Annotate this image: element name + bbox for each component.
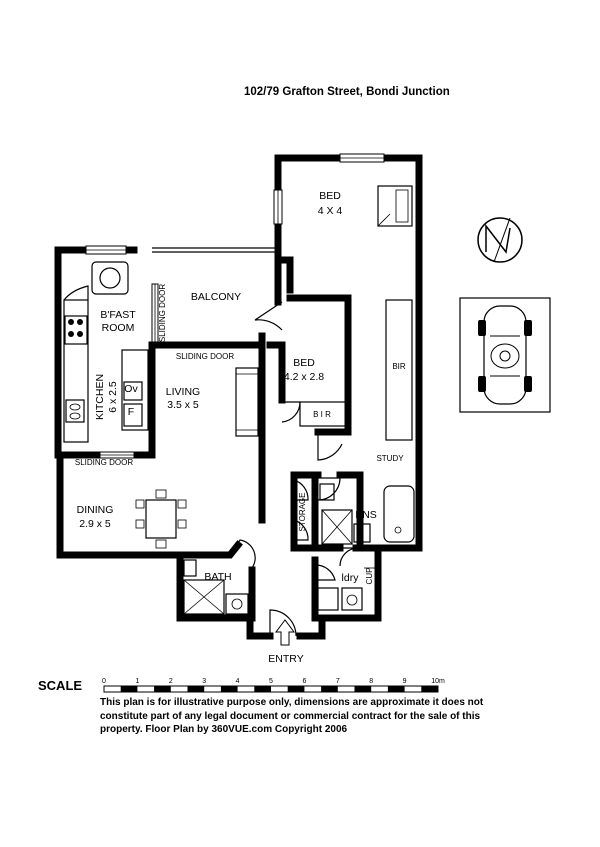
bfast-line1: B'FAST (100, 309, 136, 321)
study-label: STUDY (376, 454, 404, 463)
bed1-size: 4 X 4 (318, 205, 343, 217)
scale-tick-label: 10m (431, 678, 445, 685)
sliding-door-label-living: SLIDING DOOR (176, 352, 234, 361)
scale-bar-segment (120, 686, 138, 692)
bath-label: BATH (204, 571, 231, 583)
entry-arrow-icon (275, 619, 295, 646)
scale-tick-label: 4 (236, 678, 240, 685)
interior-walls (56, 246, 382, 622)
scale-bar-segment (154, 686, 171, 692)
scale-tick-label: 7 (336, 678, 340, 685)
scale-label: SCALE (38, 678, 83, 693)
windows (85, 153, 385, 255)
scale-bar: 0 1 2 3 4 5 6 7 8 9 10m (102, 678, 445, 693)
scale-tick-label: 5 (269, 678, 273, 685)
dining-name: DINING (77, 504, 114, 516)
living-name: LIVING (166, 386, 200, 398)
oven-label: Ov (124, 383, 138, 395)
scale-bar-segment (421, 686, 438, 692)
scale-tick-label: 2 (169, 678, 173, 685)
bir1-label: BIR (392, 362, 406, 371)
scale-bar-segment (321, 686, 338, 692)
car-icon (478, 305, 532, 405)
bed1-name: BED (319, 190, 341, 202)
sliding-door-label-balcony: SLIDING DOOR (158, 284, 167, 342)
compass-icon (477, 217, 523, 263)
cup-label: CUP (365, 568, 374, 585)
scale-tick-label: 1 (135, 678, 139, 685)
fridge-label: F (128, 406, 134, 418)
scale-bar-segment (220, 686, 238, 692)
storage-label: STORAGE (298, 493, 307, 532)
entry-label: ENTRY (268, 653, 303, 665)
car-space (459, 297, 551, 413)
address-title: 102/79 Grafton Street, Bondi Junction (244, 86, 450, 98)
ldry-label: ldry (342, 572, 360, 584)
bed2-size: 4.2 x 2.8 (284, 371, 324, 383)
room-labels: BED 4 X 4 BED 4.2 x 2.8 B'FAST ROOM BALC… (75, 190, 406, 665)
bfast-line2: ROOM (102, 322, 135, 334)
scale-tick-label: 6 (302, 678, 306, 685)
scale-tick-label: 3 (202, 678, 206, 685)
living-size: 3.5 x 5 (167, 399, 199, 411)
kitchen-name: KITCHEN (94, 374, 106, 420)
wet-area-fixtures (183, 483, 415, 615)
scale-tick-label: 9 (403, 678, 407, 685)
bed-furniture (299, 185, 413, 441)
kitchen-size: 6 x 2.5 (107, 381, 119, 413)
scale-bar-segment (387, 686, 405, 692)
bed2-name: BED (293, 357, 315, 369)
bir2-label: B I R (313, 410, 331, 419)
disclaimer-text: This plan is for illustrative purpose on… (100, 697, 484, 735)
scale-tick-label: 0 (102, 678, 106, 685)
sliding-door-marks (99, 283, 159, 459)
scale-bar-segment (187, 686, 205, 692)
kitchen-fixtures (63, 261, 149, 443)
scale-bar-segment (354, 686, 372, 692)
scale-bar-segment (254, 686, 271, 692)
dining-size: 2.9 x 5 (79, 518, 111, 530)
scale-bar-segment (287, 686, 305, 692)
sliding-door-label-dining: SLIDING DOOR (75, 458, 133, 467)
balcony-label: BALCONY (191, 291, 241, 303)
scale-tick-label: 8 (369, 678, 373, 685)
living-dining-furniture (135, 367, 259, 549)
ens-label: ENS (355, 509, 377, 521)
